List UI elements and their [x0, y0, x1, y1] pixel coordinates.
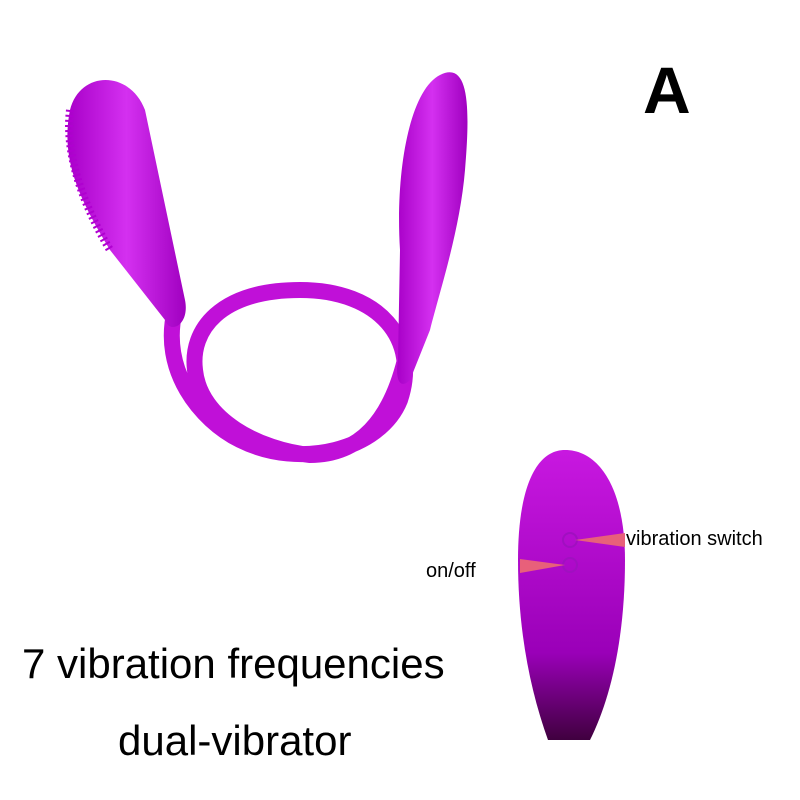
vibration-switch-label: vibration switch: [626, 528, 763, 550]
variant-label: A: [643, 53, 691, 127]
closeup-bullet: [518, 450, 625, 740]
subheadline: dual-vibrator: [118, 717, 352, 764]
right-bullet-vibrator: [397, 72, 468, 384]
dual-vibrator-product: [65, 72, 625, 740]
connecting-cord: [163, 281, 413, 464]
vibration-switch-pointer: [575, 533, 625, 547]
headline: 7 vibration frequencies: [22, 640, 445, 687]
power-pointer: [520, 559, 565, 573]
left-bullet-vibrator: [67, 80, 186, 328]
power-label: on/off: [426, 560, 476, 582]
